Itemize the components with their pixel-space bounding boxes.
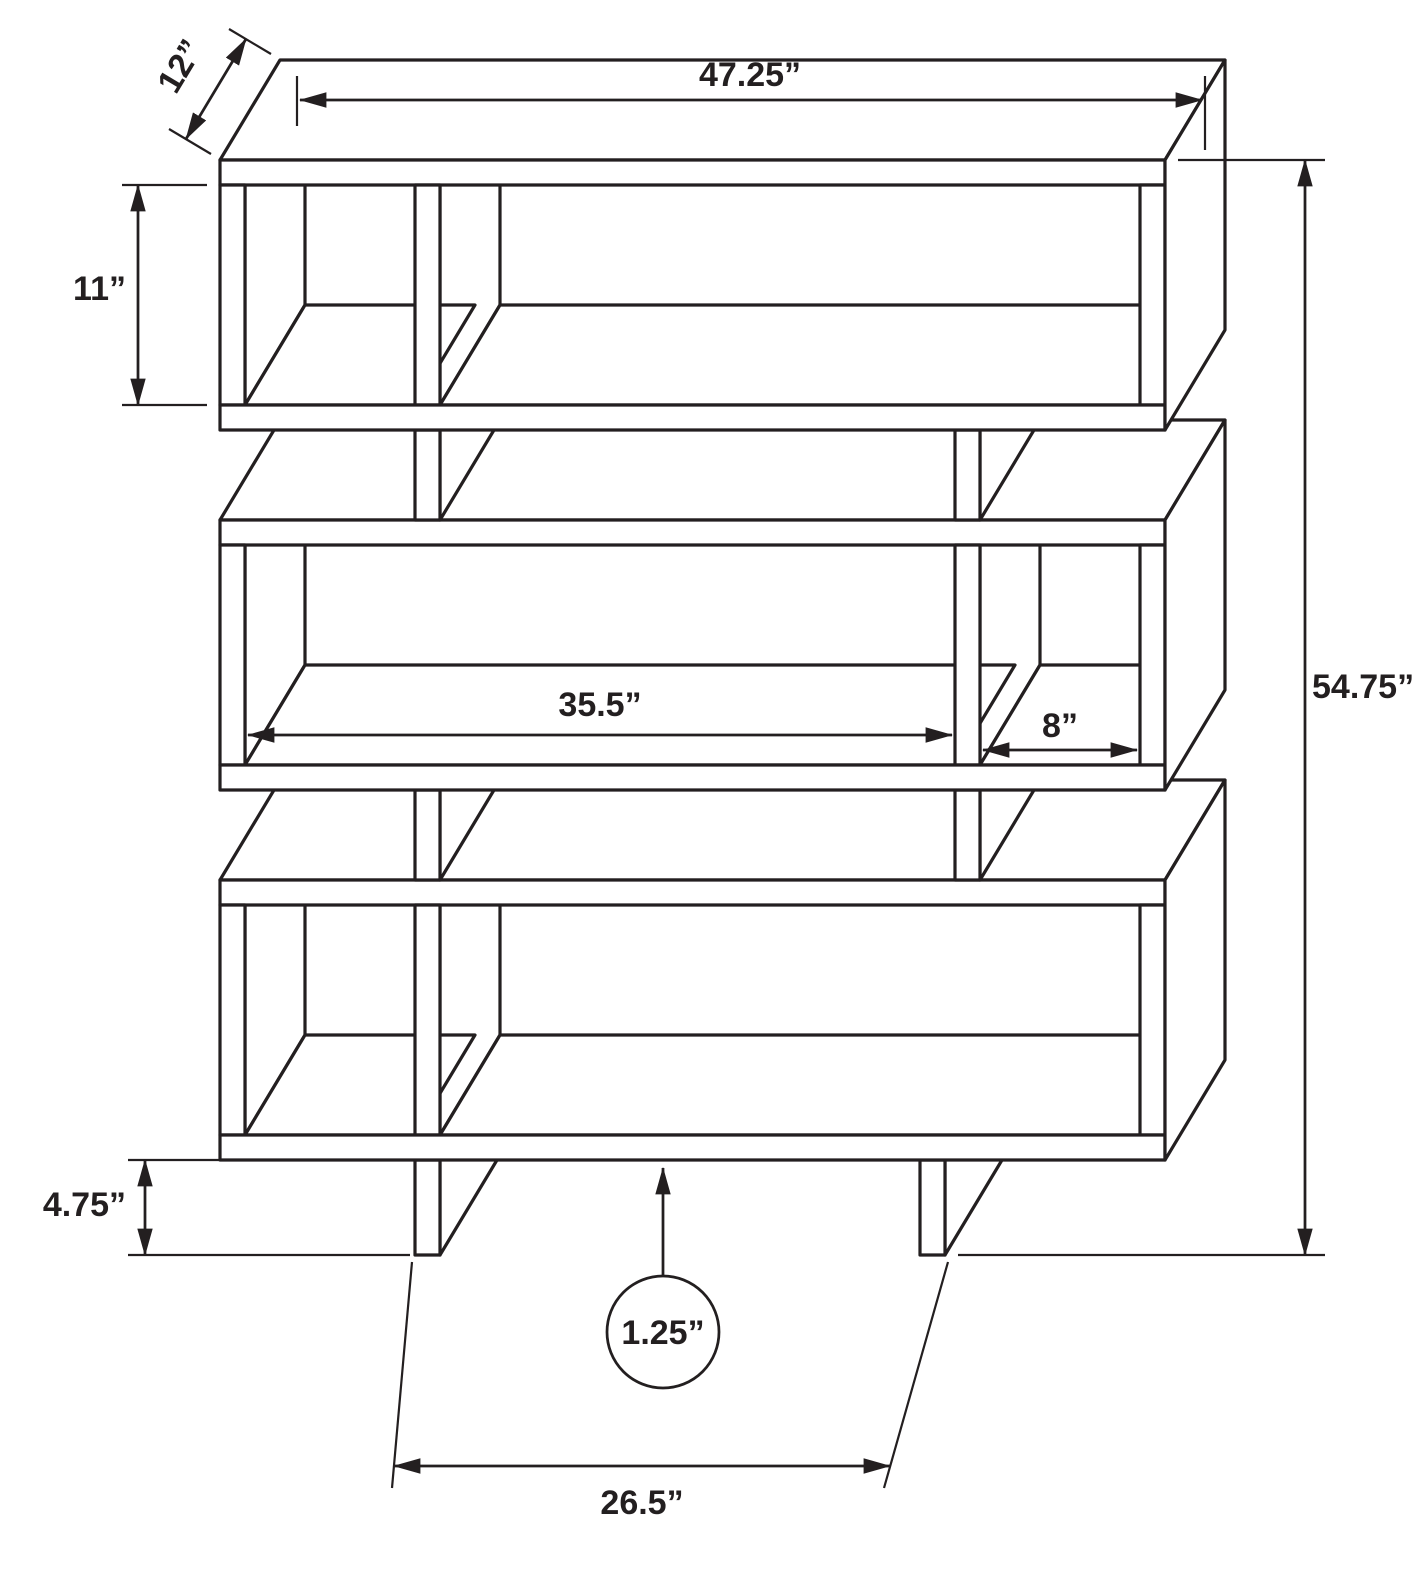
dimension-base-height: 4.75” bbox=[43, 1158, 410, 1257]
extension-line bbox=[168, 128, 212, 155]
lower-tier-bottom-front bbox=[218, 1133, 1167, 1162]
dim-label-middle-opening-width: 35.5” bbox=[558, 686, 641, 724]
lower-shelf-tier bbox=[218, 778, 1227, 1162]
dim-label-upper-opening-height: 11” bbox=[73, 270, 126, 308]
extension-line bbox=[228, 28, 272, 55]
callout-circle bbox=[605, 1274, 721, 1390]
upper-tier-divider-panel bbox=[413, 183, 442, 407]
middle-tier-right-panel bbox=[1138, 543, 1167, 767]
dimension-overall-width: 47.25” bbox=[295, 56, 1207, 150]
dim-label-base-width: 26.5” bbox=[600, 1484, 683, 1522]
middle-tier-bottom-front bbox=[218, 763, 1167, 792]
lower-right-compartment-floor bbox=[438, 1033, 1202, 1137]
upper-tier-top-front bbox=[218, 158, 1167, 187]
lower-tier-left-panel bbox=[218, 903, 247, 1137]
middle-tier-right-side-face bbox=[1163, 418, 1227, 792]
upper-right-compartment-floor bbox=[438, 303, 1202, 407]
dim-label-right-compartment-width: 8” bbox=[1042, 707, 1078, 745]
left-foot-front-face bbox=[413, 1158, 442, 1257]
lower-tier-top-face bbox=[218, 778, 1227, 882]
upper-shelf-tier bbox=[218, 58, 1227, 432]
lower-tier-right-side-face bbox=[1163, 778, 1227, 1162]
dim-label-shelf-thickness: 1.25” bbox=[621, 1314, 704, 1352]
dimension-base-width: 26.5” bbox=[390, 1261, 950, 1522]
dimension-overall-height: 54.75” bbox=[958, 158, 1414, 1257]
dimension-line bbox=[184, 38, 248, 140]
upper-tier-bottom-front bbox=[218, 403, 1167, 432]
middle-tier-top-face bbox=[218, 418, 1227, 522]
extension-line bbox=[390, 1261, 414, 1489]
lower-tier-divider-panel bbox=[413, 903, 442, 1137]
dimension-upper-opening-height: 11” bbox=[73, 183, 207, 407]
middle-tier-top-front bbox=[218, 518, 1167, 547]
dim-label-base-height: 4.75” bbox=[43, 1186, 126, 1224]
middle-tier-left-panel bbox=[218, 543, 247, 767]
upper-tier-right-panel bbox=[1138, 183, 1167, 407]
extension-line bbox=[882, 1261, 950, 1489]
dimension-right-compartment-width: 8” bbox=[981, 707, 1139, 758]
lower-tier-right-panel bbox=[1138, 903, 1167, 1137]
dim-label-depth: 12” bbox=[150, 33, 211, 100]
dimension-shelf-thickness: 1.25” bbox=[605, 1166, 721, 1390]
dim-label-overall-height: 54.75” bbox=[1312, 668, 1414, 706]
upper-tier-left-panel bbox=[218, 183, 247, 407]
upper-left-connector-front bbox=[413, 428, 442, 522]
right-foot-front-face bbox=[918, 1158, 947, 1257]
upper-right-connector-front bbox=[953, 428, 982, 522]
lower-left-connector-front bbox=[413, 788, 442, 882]
dim-label-overall-width: 47.25” bbox=[699, 56, 801, 94]
dimension-middle-opening-width: 35.5” bbox=[246, 686, 954, 743]
lower-right-connector-front bbox=[953, 788, 982, 882]
lower-tier-top-front bbox=[218, 878, 1167, 907]
middle-tier-divider-panel bbox=[953, 543, 982, 767]
